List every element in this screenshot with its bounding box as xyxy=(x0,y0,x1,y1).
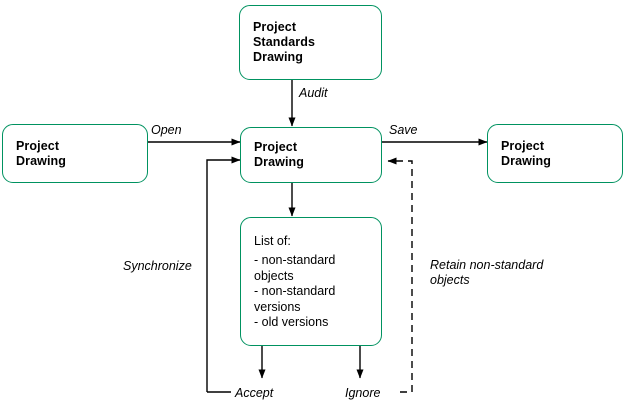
edge-synchronize xyxy=(206,156,241,393)
list-of-title: List of: xyxy=(254,234,291,248)
edge-label-open: Open xyxy=(151,123,182,137)
edge-label-retain-non-standard-objects: Retain non-standard objects xyxy=(430,258,544,287)
node-project-drawing-left[interactable]: Project Drawing xyxy=(2,124,148,183)
node-list-of[interactable]: List of: - non-standard objects - non-st… xyxy=(240,217,382,346)
edge-label-save: Save xyxy=(389,123,418,137)
edge-label-synchronize: Synchronize xyxy=(123,259,192,273)
list-of-items: - non-standard objects - non-standard ve… xyxy=(241,253,381,331)
node-label-project-drawing-left: Project Drawing xyxy=(16,138,67,168)
node-project-drawing-right[interactable]: Project Drawing xyxy=(487,124,623,183)
edge-label-accept: Accept xyxy=(235,386,274,400)
node-label-project-standards-drawing: Project Standards Drawing xyxy=(253,20,316,64)
node-label-project-drawing-center: Project Drawing xyxy=(254,140,305,169)
edge-retain-dashed xyxy=(387,157,413,393)
list-item: - non-standard versions xyxy=(254,284,336,314)
list-item: - old versions xyxy=(254,315,329,329)
node-project-drawing-center[interactable]: Project Drawing xyxy=(240,127,382,183)
edge-label-audit: Audit xyxy=(299,86,328,100)
node-project-standards-drawing[interactable]: Project Standards Drawing xyxy=(239,5,382,80)
node-label-project-drawing-right: Project Drawing xyxy=(501,138,552,168)
edge-label-ignore: Ignore xyxy=(345,386,381,400)
list-item: - non-standard objects xyxy=(254,253,336,283)
